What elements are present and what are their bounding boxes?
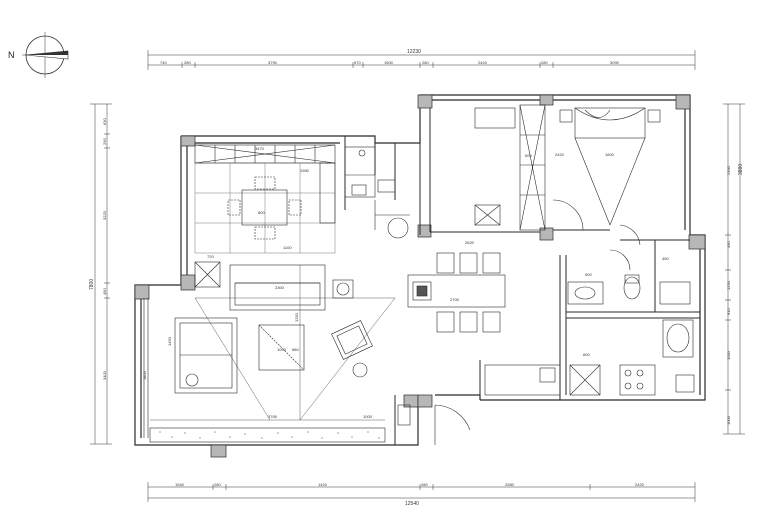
bottom-dim-3: 280 — [421, 482, 428, 487]
top-dim-8: 3090 — [610, 60, 620, 65]
window-ledge — [149, 427, 386, 443]
left-dim-3: 490 — [102, 288, 107, 295]
dining-depth-dim: 1950 — [300, 168, 310, 173]
ledge-dim: 1450 — [167, 336, 172, 346]
top-total-dim: 12230 — [407, 49, 421, 55]
sideboard-cabinet — [319, 162, 336, 224]
left-total-dim: 7800 — [89, 279, 95, 290]
left-dimension-lines — [90, 103, 112, 445]
bedroom-doors — [552, 199, 641, 271]
bottom-total-dim: 12540 — [405, 501, 419, 507]
right-dim-4: 1050 — [726, 350, 731, 360]
bottom-dim-0: 1540 — [175, 482, 185, 487]
dining-width-dim: 3470 — [255, 146, 265, 151]
top-dimension-lines — [147, 50, 696, 70]
chair-dim: 720 — [207, 254, 214, 259]
floor-lamp — [352, 362, 368, 378]
toilet-dim: 450 — [662, 256, 669, 261]
kitchen-counter — [484, 364, 695, 396]
tv-wall-dim: 3765 — [268, 414, 278, 419]
island-length-dim: 2700 — [450, 297, 460, 302]
bedroom-width-dim: 2420 — [555, 152, 565, 157]
top-dim-3: 570 — [354, 60, 361, 65]
round-side-table — [332, 279, 354, 299]
right-dimension-lines — [723, 103, 745, 435]
ledge-hatching — [159, 431, 380, 439]
corridor-dim: 2620 — [465, 240, 475, 245]
coffee-table-dim: 1000 — [277, 347, 287, 352]
entry-door — [397, 404, 471, 445]
top-dim-4: 1500 — [384, 60, 394, 65]
coffee-table — [258, 324, 305, 371]
top-dim-0: 740 — [160, 60, 167, 65]
top-cabinet-row — [194, 144, 336, 164]
bedroom-2-furniture — [474, 107, 516, 226]
armchair — [331, 320, 373, 360]
north-label: N — [8, 50, 15, 60]
dining-floor-grid — [194, 162, 336, 254]
interior-walls — [344, 108, 700, 445]
dining-table — [227, 176, 302, 240]
top-dim-6: 2420 — [478, 60, 488, 65]
right-dim-1: 430 — [726, 241, 731, 248]
right-dim-5: 1000 — [726, 415, 731, 425]
bottom-dimension-lines — [147, 482, 696, 502]
kitchen-island — [407, 274, 506, 308]
top-dim-7: 280 — [541, 60, 548, 65]
armchair-dim: 880 — [292, 347, 299, 352]
living-projection-lines — [194, 265, 396, 421]
sofa-left — [174, 317, 238, 394]
top-dim-5: 280 — [422, 60, 429, 65]
right-dim-2: 1250 — [726, 280, 731, 290]
top-dim-1: 280 — [184, 60, 191, 65]
compass-rose-icon — [22, 32, 69, 78]
bottom-dim-4: 2580 — [505, 482, 515, 487]
left-dim-4: 3400 — [102, 370, 107, 380]
bottom-dim-5: 2420 — [635, 482, 645, 487]
left-dim-1: 290 — [102, 138, 107, 145]
right-total-dim: 3880 — [738, 164, 744, 175]
kitchen-run-dim: 600 — [583, 352, 590, 357]
entry-storage — [344, 146, 410, 239]
vanity-dim: 900 — [585, 272, 592, 277]
right-dim-0: 2330 — [726, 165, 731, 175]
left-window-bay — [143, 261, 221, 438]
master-bed — [559, 107, 661, 226]
bar-stools — [436, 252, 501, 333]
bottom-dim-1: 280 — [214, 482, 221, 487]
bed-width-dim: 1600 — [605, 152, 615, 157]
sofa-depth-dim: 1250 — [294, 312, 299, 322]
window-seat-dim: 1000 — [363, 414, 373, 419]
wardrobe — [519, 104, 546, 231]
table-width-dim: 800 — [258, 210, 265, 215]
table-depth-dim: 1100 — [283, 245, 292, 250]
tv-console — [229, 264, 326, 311]
bathroom-fixtures — [567, 274, 694, 358]
right-dim-3: 910 — [726, 308, 731, 315]
structural-columns — [134, 94, 706, 458]
top-dim-2: 3790 — [268, 60, 278, 65]
left-dim-0: 630 — [102, 118, 107, 125]
balcony-dim: 1800 — [142, 370, 147, 380]
sofa-length-dim: 2300 — [275, 285, 285, 290]
closet-dim: 600 — [525, 153, 532, 158]
bottom-dim-2: 1420 — [318, 482, 328, 487]
left-dim-2: 3220 — [102, 210, 107, 220]
